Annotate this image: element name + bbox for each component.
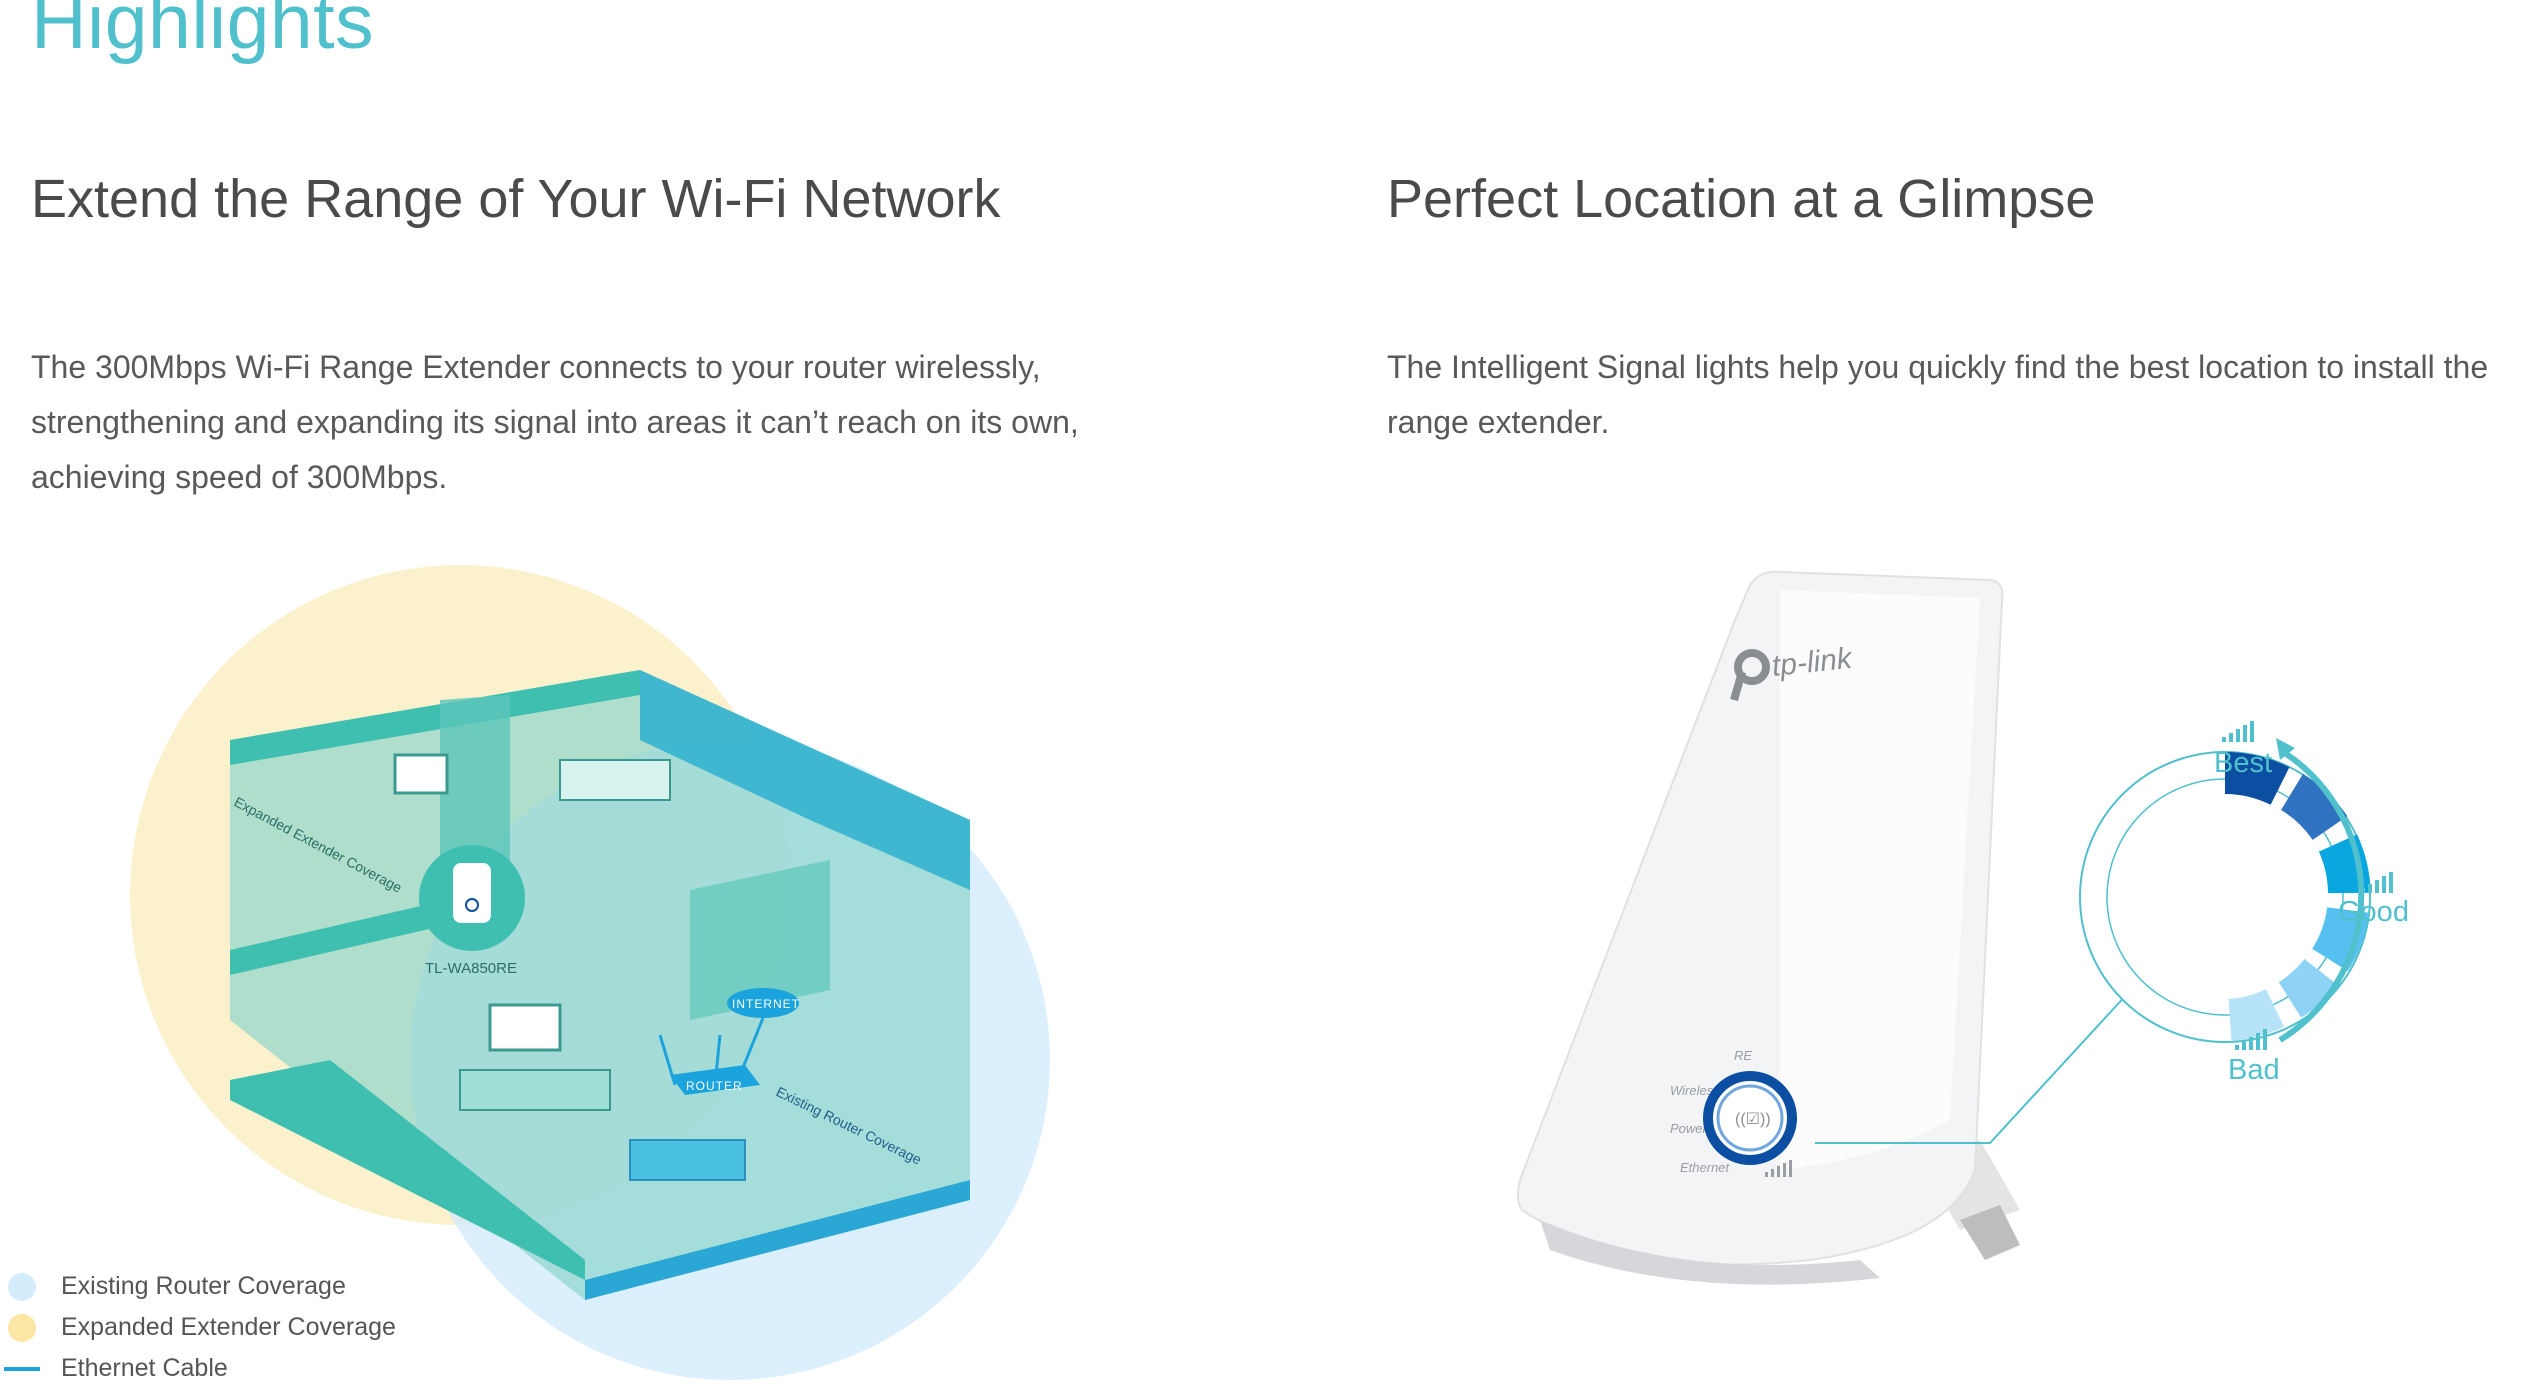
signal-arrow-arc: [2278, 747, 2365, 1043]
legend-item-extender-coverage: Expanded Extender Coverage: [0, 1307, 480, 1348]
indicator-label-ethernet: Ethernet: [1680, 1160, 1731, 1175]
indicator-label-power: Power: [1670, 1121, 1708, 1136]
signal-level-best: Best: [2214, 747, 2272, 779]
location-section-title: Perfect Location at a Glimpse: [1387, 169, 2096, 229]
ethernet-cable-swatch: [4, 1366, 40, 1371]
range-section-description: The 300Mbps Wi-Fi Range Extender connect…: [31, 349, 1079, 495]
plug-pin: [1960, 1205, 2020, 1260]
coverage-legend: Existing Router Coverage Expanded Extend…: [0, 1266, 480, 1389]
router-label: ROUTER: [686, 1079, 743, 1093]
internet-cloud: [727, 988, 799, 1018]
internet-label: INTERNET: [732, 997, 800, 1011]
ring-segment-good: [2318, 834, 2370, 894]
ring-segment-best: [2224, 752, 2290, 806]
logo-mark: [1730, 670, 1746, 702]
extender-device: [453, 863, 491, 923]
signal-bars-icon: [2222, 721, 2254, 742]
callout-line: [1815, 979, 2141, 1144]
router-body: [670, 1065, 760, 1095]
house-wall: [690, 860, 830, 1020]
page-heading: Highlights: [31, 0, 375, 65]
ring-segment: [2278, 958, 2338, 1018]
extender-highlight: [1780, 590, 1980, 1170]
router-coverage-swatch: [8, 1272, 36, 1301]
range-section-title: Extend the Range of Your Wi-Fi Network: [31, 169, 1001, 229]
house-wall: [230, 670, 640, 765]
signal-bars-icon: [2361, 872, 2393, 893]
tv-cabinet: [459, 1069, 611, 1111]
device-signal-ring: [1703, 1071, 1797, 1165]
signal-bars-icon: [2235, 1029, 2267, 1050]
signal-arrow-head: [2276, 738, 2295, 760]
signal-level-good: Good: [2338, 896, 2409, 928]
extender-led: [465, 898, 479, 912]
extender-base: [1540, 1220, 1880, 1285]
ring-segment: [2311, 906, 2369, 972]
ring-segment: [2280, 774, 2348, 841]
logo-mark: [1734, 649, 1770, 685]
indicator-label-re: RE: [1734, 1048, 1752, 1063]
device-signal-ring-glow: [1716, 1084, 1784, 1152]
signal-ring: [2224, 752, 2370, 1041]
coverage-illustration: TL-WA850RE Expanded Extender Coverage Ex…: [130, 565, 1050, 1380]
indicator-label-wireless: Wireless: [1670, 1083, 1720, 1098]
extender-illustration: tp-link RE Wireless Power Ethernet ((☑))…: [1516, 570, 2409, 1285]
legend-item-router-coverage: Existing Router Coverage: [0, 1266, 480, 1307]
signal-bars-icon: [1765, 1160, 1792, 1177]
ring-segment-bad: [2227, 988, 2285, 1041]
house-wall: [585, 1180, 970, 1300]
device-model-label: TL-WA850RE: [425, 960, 517, 977]
wps-icon: ((☑)): [1735, 1111, 1771, 1128]
bed: [559, 759, 671, 801]
legend-label: Expanded Extender Coverage: [61, 1313, 396, 1341]
house-wall: [640, 670, 970, 890]
tv: [488, 1003, 562, 1052]
legend-label: Existing Router Coverage: [61, 1272, 346, 1300]
monitor: [393, 753, 449, 795]
extender-coverage-swatch: [8, 1313, 36, 1342]
signal-level-bad: Bad: [2228, 1054, 2280, 1086]
sofa: [629, 1139, 746, 1181]
house-wall: [230, 1060, 585, 1280]
legend-item-ethernet-cable: Ethernet Cable: [0, 1348, 480, 1389]
legend-label: Ethernet Cable: [61, 1354, 228, 1382]
location-section-description: The Intelligent Signal lights help you q…: [1387, 349, 2489, 440]
